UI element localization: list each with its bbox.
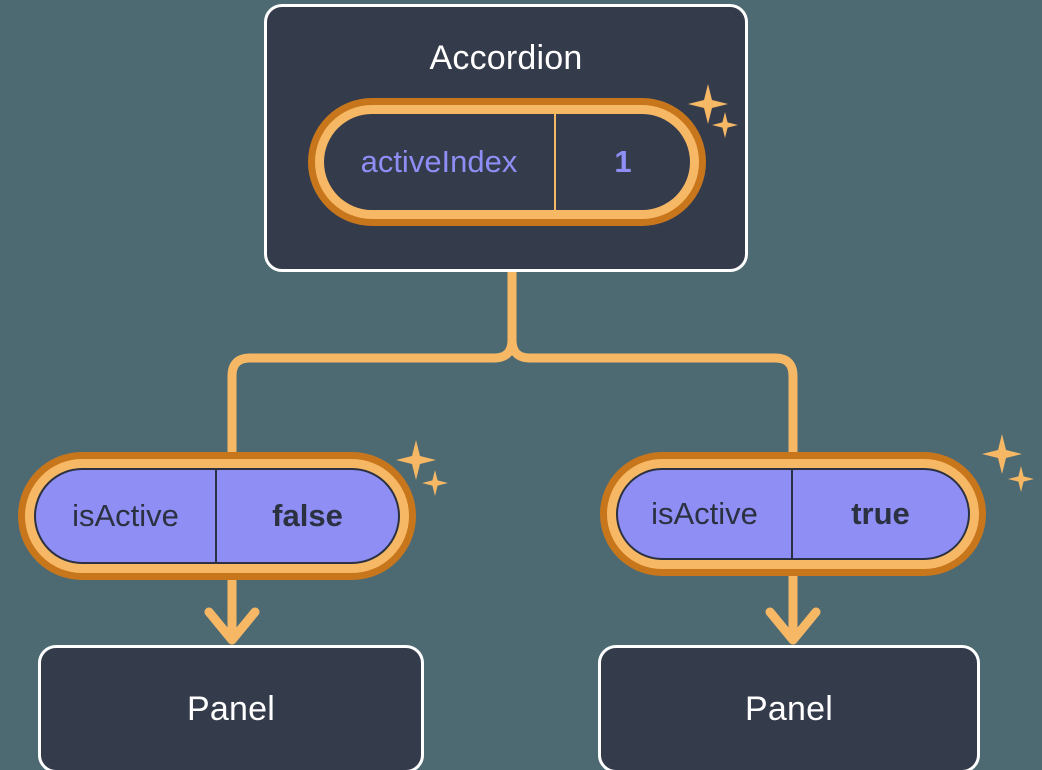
sparkle-icon	[1008, 466, 1034, 492]
state-pill-ring: activeIndex 1	[315, 105, 699, 219]
state-pill-body: activeIndex 1	[324, 114, 690, 210]
sparkle-icon	[422, 470, 448, 496]
panel-title-left: Panel	[187, 690, 275, 728]
state-pill-is-active-right[interactable]: isActive true	[600, 452, 986, 576]
state-value-label: 1	[614, 144, 632, 179]
state-pill-active-index[interactable]: activeIndex 1	[308, 98, 706, 226]
state-value-label: true	[851, 496, 910, 531]
state-pill-is-active-left[interactable]: isActive false	[18, 452, 416, 580]
state-pill-body: isActive false	[34, 468, 400, 564]
state-value-label: false	[272, 498, 343, 533]
state-key-label: isActive	[618, 470, 793, 558]
connector-trunk	[227, 267, 517, 457]
state-pill-ring: isActive false	[25, 459, 409, 573]
state-pill-ring: isActive true	[607, 459, 979, 569]
sparkle-icon-group-right	[982, 434, 1042, 504]
accordion-title: Accordion	[429, 39, 583, 77]
state-key-label: activeIndex	[324, 114, 556, 210]
arrow-left-head-icon	[204, 607, 260, 645]
arrow-right-head-icon	[765, 607, 821, 645]
sparkle-icon	[396, 440, 436, 480]
connector-branch-right	[507, 335, 798, 457]
state-key-label: isActive	[36, 470, 217, 562]
state-pill-body: isActive true	[616, 468, 970, 560]
panel-component-box-left[interactable]: Panel	[38, 645, 424, 770]
panel-title-right: Panel	[745, 690, 833, 728]
sparkle-icon	[982, 434, 1022, 474]
panel-component-box-right[interactable]: Panel	[598, 645, 980, 770]
